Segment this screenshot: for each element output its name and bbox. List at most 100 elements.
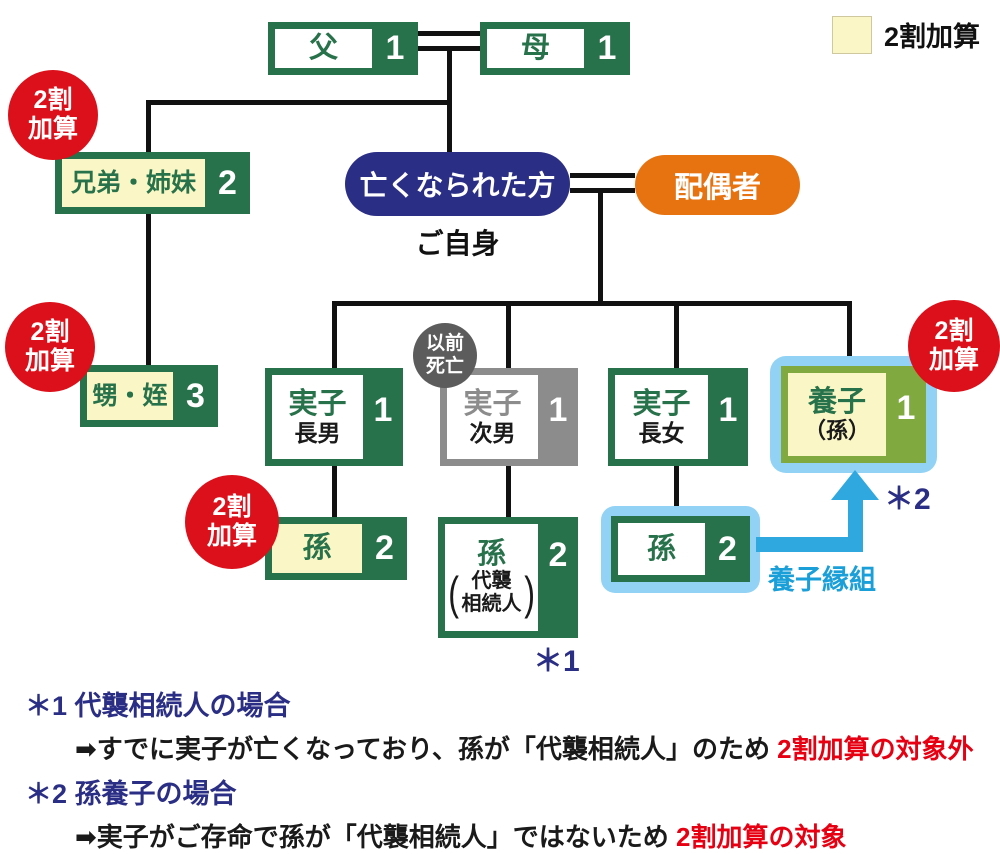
node-siblings: 兄弟・姉妹 2: [55, 152, 250, 214]
note-ref-2-marker: ＊2: [884, 483, 931, 516]
node-child-eldest-daughter-sublabel: 長女: [638, 420, 685, 447]
note-1-ref: ＊1: [25, 691, 68, 721]
node-child-eldest-son-sublabel: 長男: [294, 420, 341, 447]
node-nephew-niece-label: 甥・姪: [92, 381, 168, 410]
surcharge-badge-text: 加算: [24, 347, 75, 375]
line-drop-child2: [506, 301, 511, 368]
node-father-panel: 父: [275, 29, 372, 68]
node-father: 父 1: [268, 22, 418, 75]
arrow-right-icon: ➡: [75, 822, 97, 852]
adoption-arrow-head: [831, 470, 879, 500]
node-grandchild-heir-panel: 孫 ( 代襲 相続人 ): [445, 524, 538, 631]
surcharge-badge-text: 加算: [206, 522, 257, 550]
adoption-arrow-shaft-vertical: [848, 498, 863, 552]
note-ref-1-marker: ＊1: [533, 645, 580, 678]
node-child-eldest-son-count: 1: [373, 391, 393, 429]
line-children-branch: [332, 301, 852, 306]
node-adopted-grandchild-panel: 養子 （孫）: [788, 373, 886, 456]
adoption-arrow-shaft-horizontal: [756, 537, 863, 552]
node-siblings-panel: 兄弟・姉妹: [62, 159, 205, 207]
note-1: ＊1 代襲相続人の場合 ➡すでに実子が亡くなっており、孫が「代襲相続人」のため …: [25, 684, 974, 766]
line-child2-grandchild: [506, 466, 511, 517]
node-grandchild-heir: 孫 ( 代襲 相続人 ) 2: [438, 517, 578, 638]
legend: 2割加算: [832, 15, 980, 54]
node-adopted-grandchild-label: 養子: [807, 385, 866, 418]
node-child-eldest-son-label: 実子: [288, 387, 347, 420]
node-child-second-son-panel: 実子 次男: [447, 375, 538, 459]
line-couple-to-children: [598, 188, 603, 306]
line-parents-marriage-top: [418, 31, 480, 36]
node-child-eldest-daughter-count: 1: [718, 391, 738, 429]
paren-close: ): [523, 566, 535, 619]
node-mother-count: 1: [597, 29, 617, 67]
deceased-caption: ご自身: [415, 228, 500, 259]
note-2-body: ➡実子がご存命で孫が「代襲相続人」ではないため 2割加算の対象: [25, 817, 847, 854]
note-2-ref: ＊2: [25, 779, 68, 809]
note-2-title: ＊2 孫養子の場合: [25, 772, 847, 811]
surcharge-badge-text: 2割: [934, 316, 974, 345]
node-adopted-grandchild-count: 1: [896, 389, 916, 427]
note-2-body-text: 実子がご存命で孫が「代襲相続人」ではないため: [96, 822, 677, 852]
note-2-highlight: 2割加算の対象: [676, 822, 847, 852]
node-grandchild-of-eldest-son-panel: 孫: [272, 524, 362, 573]
node-grandchild-of-eldest-son: 孫 2: [265, 517, 407, 580]
legend-surcharge-swatch: [832, 15, 872, 54]
deceased-earlier-badge: 以前 死亡: [413, 323, 477, 388]
node-mother-panel: 母: [487, 29, 584, 68]
node-siblings-count: 2: [218, 163, 237, 202]
heir-parenthetical: ( 代襲 相続人 ): [446, 570, 537, 616]
note-1-title-text: 代襲相続人の場合: [74, 691, 291, 721]
note-2: ＊2 孫養子の場合 ➡実子がご存命で孫が「代襲相続人」ではないため 2割加算の対…: [25, 772, 847, 854]
node-grandchild-of-eldest-son-label: 孫: [302, 532, 332, 565]
node-spouse: 配偶者: [635, 155, 800, 215]
note-1-body: ➡すでに実子が亡くなっており、孫が「代襲相続人」のため 2割加算の対象外: [25, 729, 974, 766]
node-grandchild-adopted-panel: 孫: [618, 523, 705, 575]
node-child-eldest-daughter: 実子 長女 1: [608, 368, 748, 466]
line-drop-child3: [674, 301, 679, 368]
surcharge-badge-text: 2割: [212, 492, 252, 521]
deceased-earlier-text: 死亡: [425, 355, 464, 377]
node-grandchild-adopted: 孫 2: [611, 516, 750, 582]
node-father-count: 1: [385, 29, 405, 67]
line-child1-grandchild: [332, 466, 337, 517]
node-father-label: 父: [308, 32, 338, 65]
paren-open: (: [448, 566, 460, 619]
legend-label: 2割加算: [884, 22, 981, 52]
node-grandchild-heir-label: 孫: [476, 538, 506, 571]
surcharge-badge-text: 加算: [27, 115, 78, 143]
heir-sub-line2: 相続人: [461, 592, 522, 615]
arrow-right-icon: ➡: [75, 734, 97, 764]
node-adopted-grandchild: 養子 （孫） 1: [781, 366, 926, 463]
note-2-title-text: 孫養子の場合: [74, 779, 237, 809]
line-child3-grandchild: [674, 466, 679, 511]
node-mother-label: 母: [520, 32, 550, 65]
node-nephew-niece-panel: 甥・姪: [87, 372, 173, 420]
note-1-body-text: すでに実子が亡くなっており、孫が「代襲相続人」のため: [96, 734, 778, 764]
node-child-eldest-son-panel: 実子 長男: [272, 375, 363, 459]
surcharge-badge-siblings: 2割 加算: [8, 70, 98, 160]
node-spouse-label: 配偶者: [673, 172, 761, 204]
node-siblings-label: 兄弟・姉妹: [70, 168, 196, 197]
heir-sub-line1: 代襲: [471, 569, 512, 592]
line-parents-to-deceased: [447, 46, 452, 152]
node-child-eldest-daughter-panel: 実子 長女: [615, 375, 708, 459]
node-deceased-label: 亡くなられた方: [359, 170, 556, 201]
node-nephew-niece: 甥・姪 3: [80, 365, 218, 427]
node-child-second-son-label: 実子: [463, 387, 522, 420]
node-child-second-son: 実子 次男 1: [440, 368, 578, 466]
line-drop-child1: [332, 301, 337, 368]
node-child-eldest-daughter-label: 実子: [632, 387, 691, 420]
note-1-title: ＊1 代襲相続人の場合: [25, 684, 974, 723]
adoption-label: 養子縁組: [768, 565, 876, 595]
node-mother: 母 1: [480, 22, 630, 75]
node-grandchild-adopted-count: 2: [718, 529, 737, 568]
node-adopted-grandchild-sublabel: （孫）: [803, 418, 870, 444]
node-grandchild-adopted-label: 孫: [646, 532, 676, 565]
surcharge-badge-text: 2割: [30, 317, 70, 346]
line-sibling-branch: [146, 100, 452, 105]
note-1-highlight: 2割加算の対象外: [777, 734, 974, 764]
node-child-second-son-count: 1: [548, 391, 568, 429]
surcharge-badge-text: 加算: [928, 346, 979, 374]
line-drop-adopted: [847, 301, 852, 361]
